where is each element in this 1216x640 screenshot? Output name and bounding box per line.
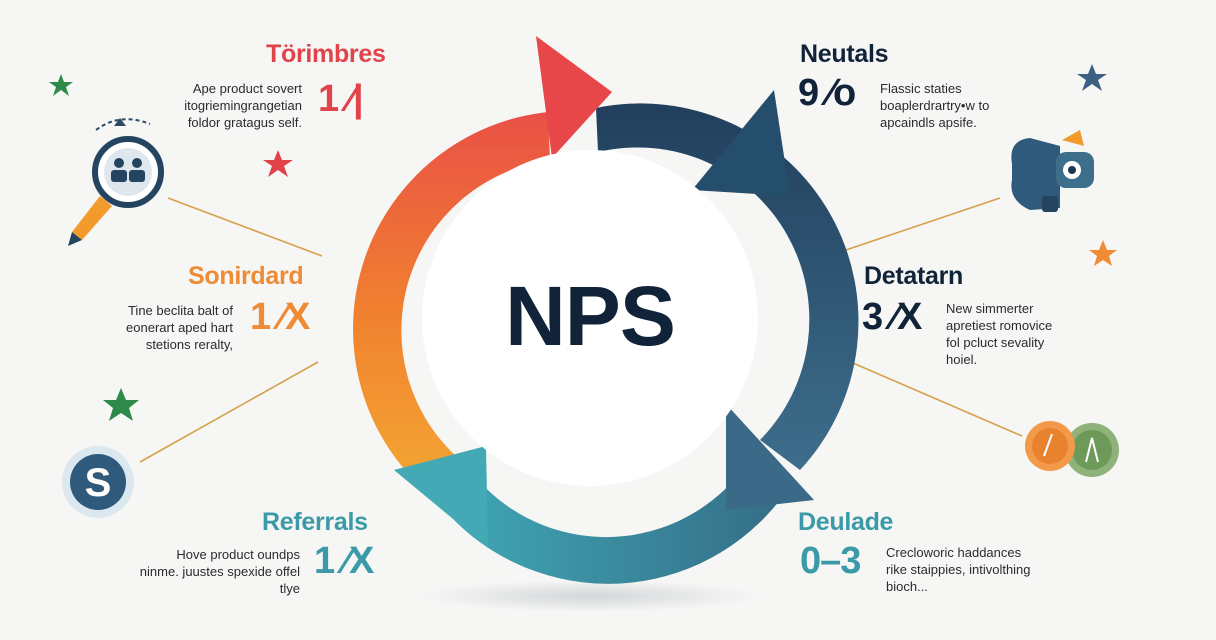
segment-number-bottom-left: 1 ⁄X xyxy=(314,540,374,582)
arrowhead-bottom-navy xyxy=(726,404,814,510)
segment-line: Flassic staties xyxy=(880,81,962,96)
segment-line: apcaindls apsife. xyxy=(880,115,977,130)
decorative-stars xyxy=(49,64,1117,421)
svg-text:S: S xyxy=(85,461,112,505)
segment-line: New simmerter xyxy=(946,301,1034,316)
star-icon xyxy=(1089,240,1117,266)
segment-line: foldor gratagus self. xyxy=(187,115,302,130)
segment-line: eonerart aped hart xyxy=(126,320,233,335)
arrowhead-top-red xyxy=(536,36,612,158)
segment-line: ninme. juustes spexide offel xyxy=(139,564,300,579)
segment-title-mid-left: Sonirdard xyxy=(188,262,304,290)
segment-text-bottom-left: Hove product oundps ninme. juustes spexi… xyxy=(140,546,300,597)
segment-line: apretiest romovice xyxy=(946,318,1053,333)
segment-number-top-left: 1 ⁄| xyxy=(318,78,364,120)
segment-line: boaplerdrartry•w to xyxy=(880,98,990,113)
cycle-center xyxy=(422,150,758,486)
segment-title-bottom-right: Deulade xyxy=(798,508,894,536)
segment-line: stetions reralty, xyxy=(145,337,233,352)
s-badge-icon: S xyxy=(62,446,134,518)
star-icon xyxy=(103,388,139,421)
segment-text-top-right: Flassic staties boaplerdrartry•w to apca… xyxy=(880,80,989,131)
cycle-arc-left xyxy=(353,112,550,486)
segment-line: fol pcluct sevality xyxy=(946,335,1045,350)
segment-line: itogriemingrangetian xyxy=(184,98,302,113)
segment-title-mid-right: Detatarn xyxy=(864,262,964,290)
arrowhead-left-teal xyxy=(394,446,488,548)
center-label: NPS xyxy=(505,269,676,363)
coins-icon xyxy=(1025,421,1119,477)
cycle-arc-right xyxy=(596,103,859,471)
segment-text-mid-left: Tine beclita balt of eonerart aped hart … xyxy=(126,302,233,353)
segment-title-top-left: Törimbres xyxy=(266,40,386,68)
team-badge-icon xyxy=(68,118,164,246)
segment-text-top-left: Aре product sovert itogriemingrangetian … xyxy=(184,80,302,131)
segment-number-mid-left: 1 ⁄X xyxy=(250,296,310,338)
segment-text-mid-right: New simmerter apretiest romovice fol pcl… xyxy=(946,300,1052,368)
segment-line: tlye xyxy=(279,581,300,596)
segment-title-bottom-left: Referrals xyxy=(262,508,368,536)
segment-text-bottom-right: Crecloworic haddances rike staippies, in… xyxy=(886,544,1031,595)
segment-line: Hove product oundps xyxy=(176,547,300,562)
segment-line: rike staippies, intivolthing xyxy=(886,562,1031,577)
segment-line: bioch... xyxy=(886,579,928,594)
segment-line: Crecloworic haddances xyxy=(886,545,1022,560)
megaphone-icon xyxy=(1011,130,1094,212)
arrowhead-right-navy xyxy=(692,90,790,196)
segment-line: Tine beclita balt of xyxy=(127,303,233,318)
segment-line: hoiel. xyxy=(946,352,978,367)
star-icon xyxy=(1077,64,1107,91)
segment-title-top-right: Neutals xyxy=(800,40,889,68)
cycle-arc-bottom xyxy=(454,456,790,584)
star-icon xyxy=(263,150,293,177)
segment-number-bottom-right: 0–3 xyxy=(800,540,861,582)
segment-line: Aре product sovert xyxy=(192,81,302,96)
connector-lines xyxy=(139,197,1023,463)
segment-number-top-right: 9 ⁄o xyxy=(798,72,856,114)
cycle-shadow xyxy=(420,580,760,612)
segment-number-mid-right: 3 ⁄X xyxy=(862,296,922,338)
star-icon xyxy=(49,74,73,96)
